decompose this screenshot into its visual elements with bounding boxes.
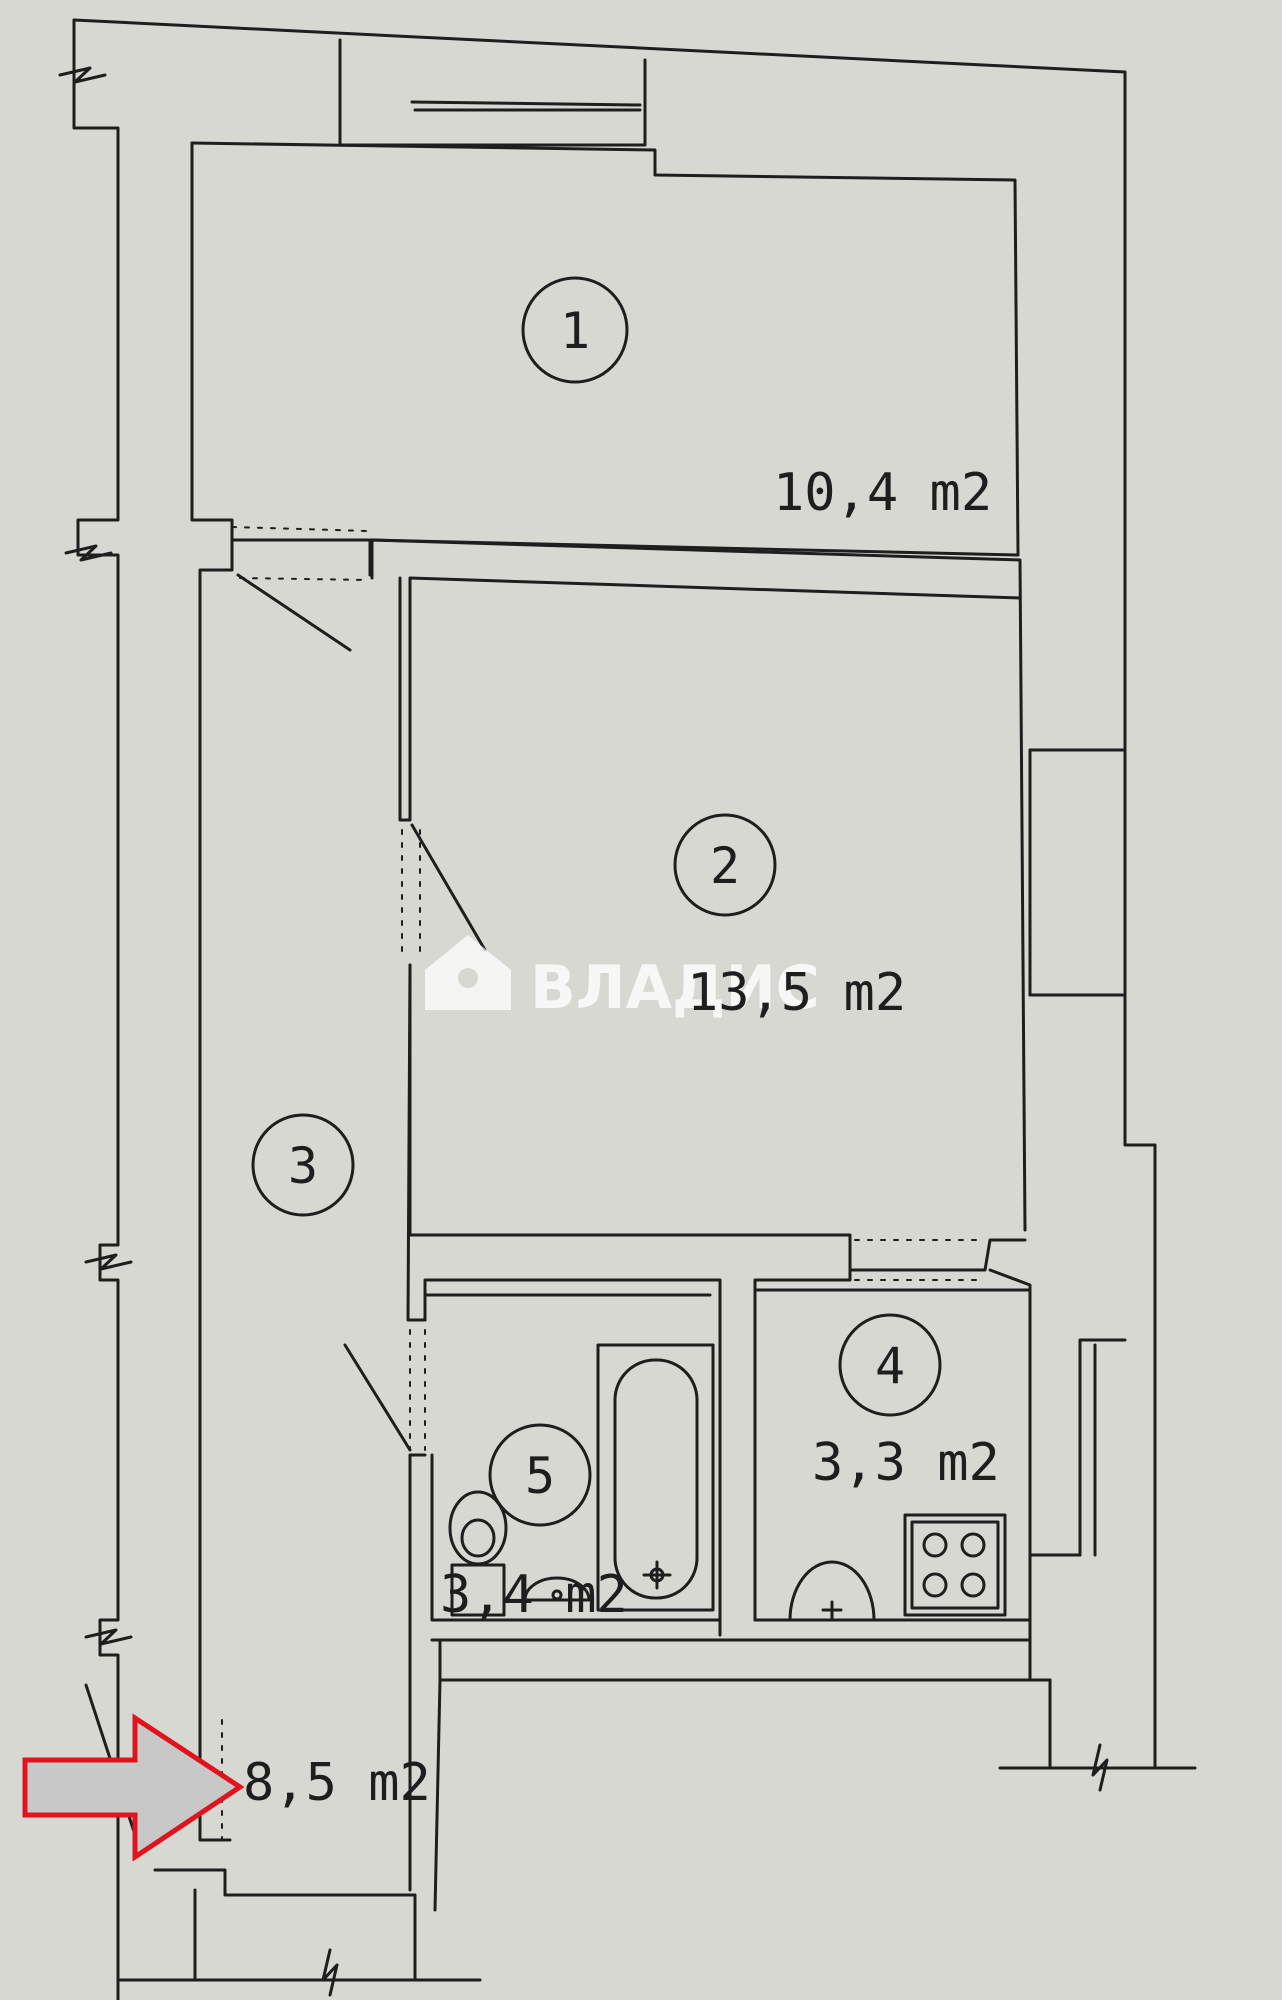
room-2-area: 13,5 m2 [687, 963, 906, 1023]
room-1-area: 10,4 m2 [773, 463, 992, 523]
pointer-arrow [22, 1713, 245, 1862]
exterior-wall [72, 18, 1197, 2000]
room-5-area: 3,4 m2 [440, 1565, 628, 1625]
break-marks [58, 66, 1109, 1997]
wet-rooms-outline [408, 1268, 1097, 1912]
room-4-area: 3,3 m2 [812, 1433, 1000, 1493]
kitchen-sink [788, 1560, 876, 1622]
bathtub [596, 1343, 715, 1612]
bathroom-sink [523, 1576, 591, 1602]
room-2-outline [370, 538, 1127, 1622]
corridor-wall [190, 141, 370, 1842]
door-openings [221, 526, 986, 1841]
watermark-text: ВЛАДИС [530, 953, 820, 1023]
room-1-outline [190, 141, 1020, 577]
room-2-number: 2 [710, 837, 740, 895]
watermark-logo [425, 935, 511, 1010]
room-1-number: 1 [560, 302, 590, 360]
stove [903, 1513, 1007, 1617]
room-3-area: 8,5 m2 [243, 1753, 431, 1813]
room-number-circles [251, 276, 942, 1527]
room-5-number: 5 [525, 1447, 555, 1505]
toilet [448, 1490, 508, 1617]
room-3-number: 3 [288, 1137, 318, 1195]
room-4-number: 4 [875, 1337, 905, 1395]
